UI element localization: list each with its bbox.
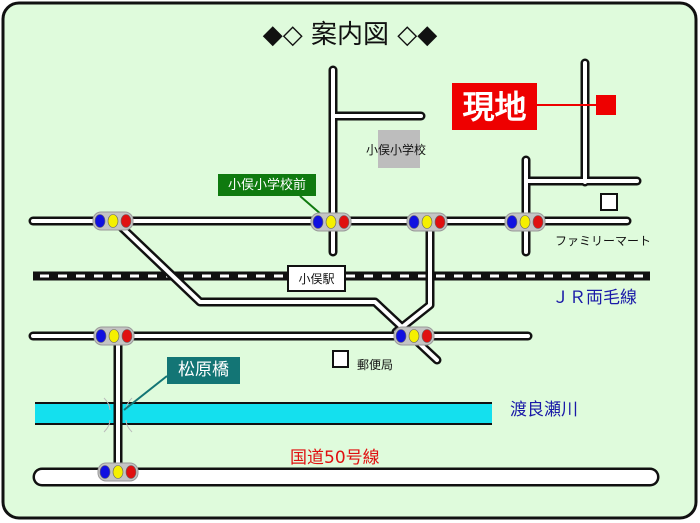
school-label: 小俣小学校 <box>366 143 427 157</box>
site-marker <box>596 95 616 115</box>
river <box>35 402 492 425</box>
station-box <box>287 265 346 292</box>
familymart-label: ファミリーマート <box>555 234 652 248</box>
traffic-light-icon <box>504 212 546 232</box>
traffic-lights <box>92 211 546 482</box>
bridge-pointer <box>123 375 168 411</box>
post-office-label: 郵便局 <box>357 358 394 372</box>
traffic-light-icon <box>393 326 435 346</box>
traffic-light-icon <box>92 211 134 231</box>
traffic-light-icon <box>406 212 448 232</box>
bridge-marks <box>103 397 133 433</box>
route-label: 国道50号線 <box>290 448 380 468</box>
traffic-light-icon <box>310 212 352 232</box>
page-title: ◆◇ 案内図 ◇◆ <box>262 20 438 50</box>
river-label: 渡良瀬川 <box>510 400 578 420</box>
school-front-label: 小俣小学校前 <box>218 174 316 196</box>
familymart-marker <box>600 193 618 211</box>
school-building <box>378 130 420 168</box>
station-label: 小俣駅 <box>298 271 335 286</box>
railway-label: ＪＲ両毛線 <box>552 288 637 308</box>
bridge-label: 松原橋 <box>167 357 240 384</box>
site-label: 現地 <box>452 83 537 130</box>
traffic-light-icon <box>97 462 139 482</box>
post-office-marker <box>332 350 349 368</box>
traffic-light-icon <box>93 326 135 346</box>
